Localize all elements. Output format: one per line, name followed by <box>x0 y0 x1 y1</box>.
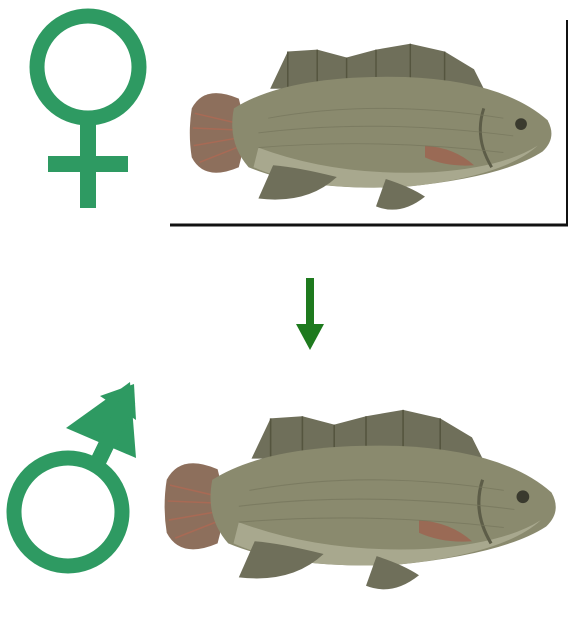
top-fish-panel <box>170 20 570 228</box>
female-symbol-icon <box>14 4 164 209</box>
tilapia-fish-image <box>150 385 578 620</box>
bottom-fish-panel <box>150 385 578 620</box>
tilapia-fish-image <box>170 20 570 228</box>
male-symbol-icon <box>0 380 160 585</box>
down-arrow-icon <box>293 278 327 352</box>
